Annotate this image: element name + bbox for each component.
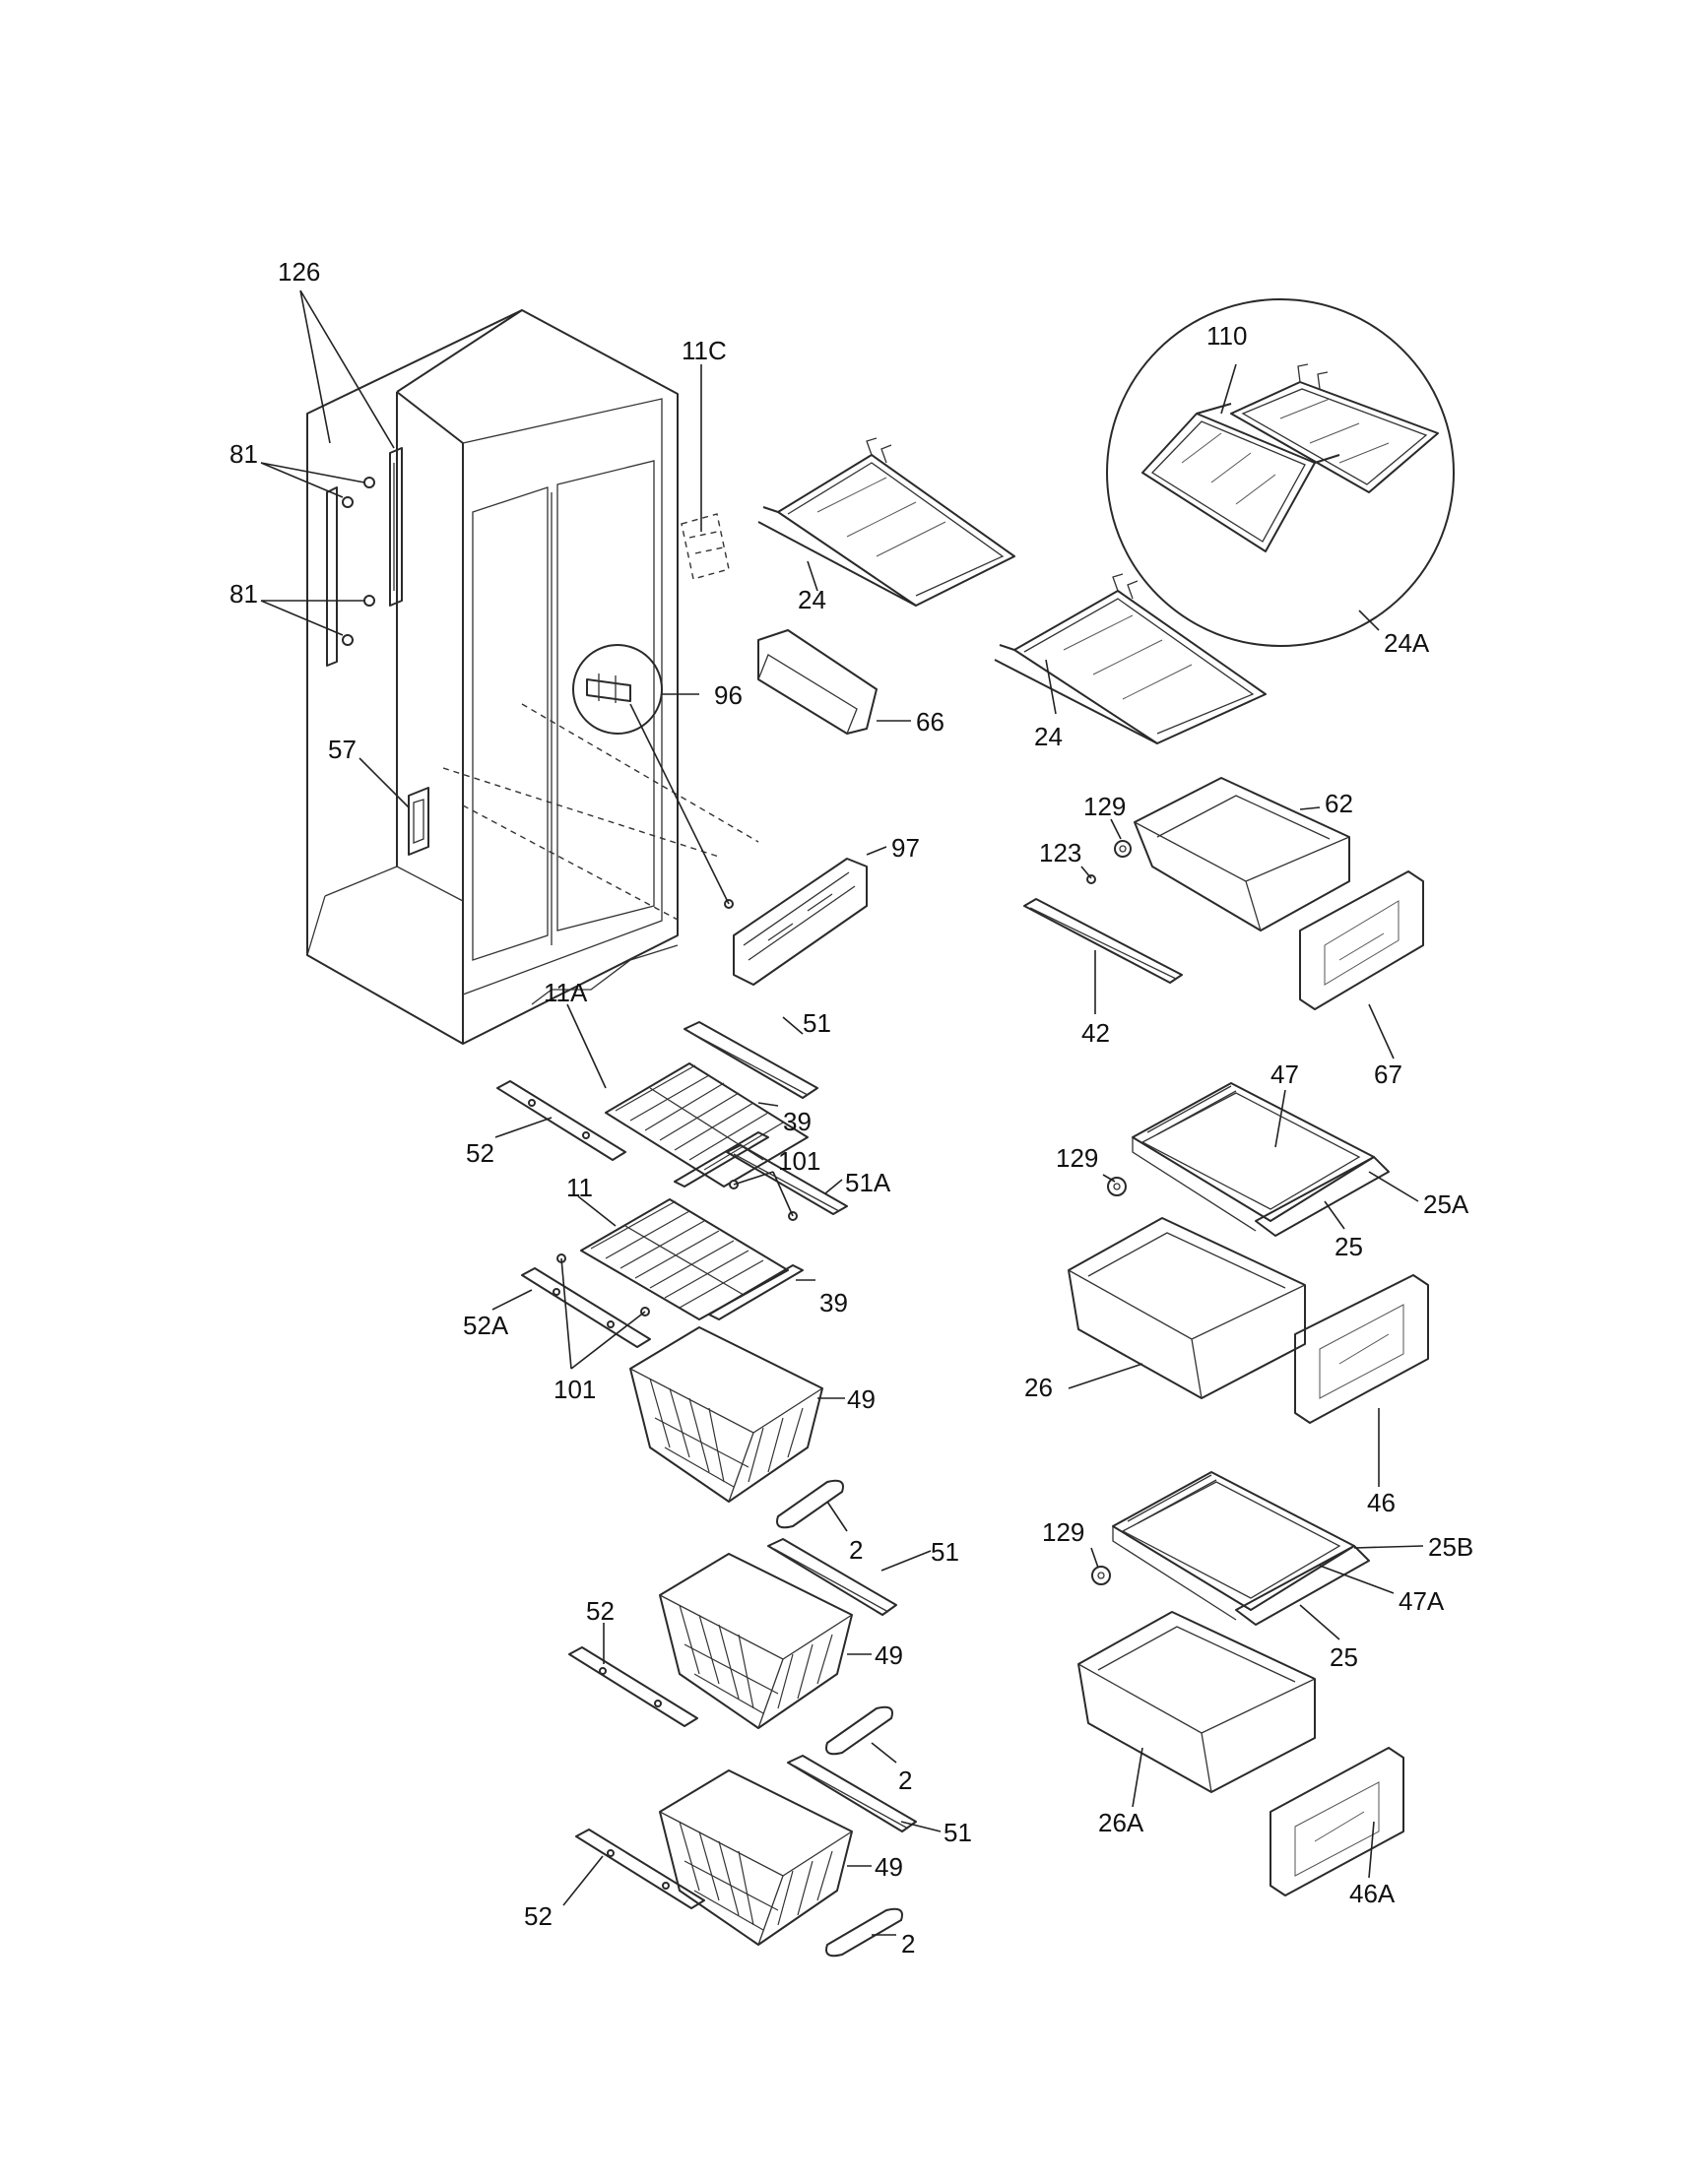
callout-110: 110: [1206, 321, 1247, 351]
screw-123: [1086, 874, 1096, 884]
roller-129-lower: [1091, 1566, 1111, 1585]
callout-25-lower: 25: [1330, 1642, 1358, 1672]
callout-46A: 46A: [1349, 1879, 1396, 1908]
rail-42: [1023, 898, 1183, 984]
rail-39-lower: [708, 1264, 804, 1320]
callout-52A: 52A: [463, 1311, 509, 1340]
callout-24A: 24A: [1384, 628, 1430, 658]
callout-52-upper: 52: [466, 1138, 494, 1168]
drawer-62: [1134, 777, 1350, 931]
control-box-57: [408, 787, 429, 856]
callout-2-upper: 2: [849, 1535, 863, 1565]
callout-129-lower: 129: [1042, 1517, 1084, 1547]
roller-129-upper: [1114, 840, 1132, 858]
detail-circle-96: [572, 644, 663, 735]
guide-line-upper: [521, 703, 759, 843]
rail-52-upper: [496, 1080, 626, 1161]
callout-51-lower: 51: [944, 1818, 972, 1847]
callout-49-upper: 49: [847, 1384, 876, 1414]
callout-81-upper: 81: [229, 439, 258, 469]
callout-25B: 25B: [1428, 1532, 1473, 1562]
callout-67: 67: [1374, 1060, 1402, 1089]
callout-47: 47: [1270, 1060, 1299, 1089]
callout-11A: 11A: [544, 978, 588, 1007]
wire-basket-49-upper: [629, 1326, 823, 1503]
crisper-drawer-26: [1068, 1217, 1306, 1399]
callout-24-upper: 24: [798, 585, 826, 614]
rail-52-middle: [568, 1646, 698, 1727]
rail-52A: [521, 1267, 651, 1348]
callout-39-lower: 39: [819, 1288, 848, 1317]
rail-39-upper: [674, 1131, 769, 1188]
door-hinge-strip-126: [389, 447, 403, 607]
callout-26A: 26A: [1098, 1808, 1144, 1837]
wire-shelf-11: [580, 1198, 789, 1320]
guide-line-lower: [442, 767, 720, 858]
callout-66: 66: [916, 707, 944, 737]
callout-126: 126: [278, 257, 320, 287]
rail-52-lower: [575, 1829, 705, 1909]
callout-81-lower: 81: [229, 579, 258, 609]
callout-42: 42: [1081, 1018, 1110, 1048]
detail-circle-24A: [1106, 298, 1455, 647]
callout-123: 123: [1039, 838, 1081, 867]
rail-51-lower: [787, 1755, 917, 1832]
crisper-drawer-26A: [1077, 1611, 1316, 1793]
callout-62: 62: [1325, 789, 1353, 818]
callout-labels: 126 81 81 57 11C 24 24 24A 110 96 66 97 …: [229, 257, 1473, 1959]
rail-51-upper: [684, 1021, 818, 1099]
callout-52-middle: 52: [586, 1596, 615, 1626]
callout-57: 57: [328, 735, 357, 764]
callout-47A: 47A: [1399, 1586, 1445, 1616]
rail-51-middle: [767, 1538, 897, 1616]
callout-51-middle: 51: [931, 1537, 959, 1567]
callout-51A: 51A: [845, 1168, 891, 1197]
screws-81: [342, 477, 375, 646]
callout-129-upper: 129: [1083, 792, 1126, 821]
callout-25A: 25A: [1423, 1189, 1469, 1219]
fan-cover-97: [724, 858, 868, 986]
callout-49-lower: 49: [875, 1852, 903, 1882]
callout-46: 46: [1367, 1488, 1396, 1517]
door-hinge-strip-81: [326, 486, 338, 667]
air-diffuser-66: [757, 629, 878, 735]
crisper-cover-47: [1132, 1082, 1390, 1237]
callout-96: 96: [714, 680, 743, 710]
basket-handle-2-upper: [776, 1479, 844, 1529]
callout-101-lower: 101: [553, 1375, 596, 1404]
callout-129-middle: 129: [1056, 1143, 1098, 1173]
wire-basket-49-middle: [659, 1553, 853, 1729]
glass-shelf-24-lower: [994, 573, 1267, 744]
rail-51A: [726, 1144, 848, 1215]
basket-handle-2-lower: [825, 1907, 903, 1958]
callout-11C: 11C: [682, 336, 727, 365]
callout-51-upper: 51: [803, 1008, 831, 1038]
basket-handle-2-middle: [825, 1705, 893, 1756]
leader-lines: [260, 289, 1424, 1936]
callout-97: 97: [891, 833, 920, 863]
roller-129-middle: [1107, 1177, 1127, 1196]
callout-25-upper: 25: [1335, 1232, 1363, 1261]
callout-52-lower: 52: [524, 1901, 553, 1931]
callout-101-upper: 101: [778, 1146, 820, 1176]
drawer-front-46A: [1270, 1747, 1404, 1896]
refrigerator-cabinet: [306, 309, 679, 1045]
drawer-front-46: [1294, 1274, 1429, 1424]
bracket-11C: [681, 513, 730, 580]
callout-11: 11: [566, 1173, 593, 1202]
callout-24-lower: 24: [1034, 722, 1063, 751]
callout-39-upper: 39: [783, 1107, 812, 1136]
glass-shelf-24-upper: [757, 437, 1015, 607]
drawer-front-67: [1299, 870, 1424, 1010]
crisper-cover-47A: [1112, 1471, 1370, 1626]
callout-2-middle: 2: [898, 1766, 912, 1795]
callout-49-middle: 49: [875, 1640, 903, 1670]
guide-line-lowest: [462, 804, 681, 922]
callout-2-lower: 2: [901, 1929, 915, 1959]
wire-basket-49-lower: [659, 1769, 853, 1946]
callout-26: 26: [1024, 1373, 1053, 1402]
